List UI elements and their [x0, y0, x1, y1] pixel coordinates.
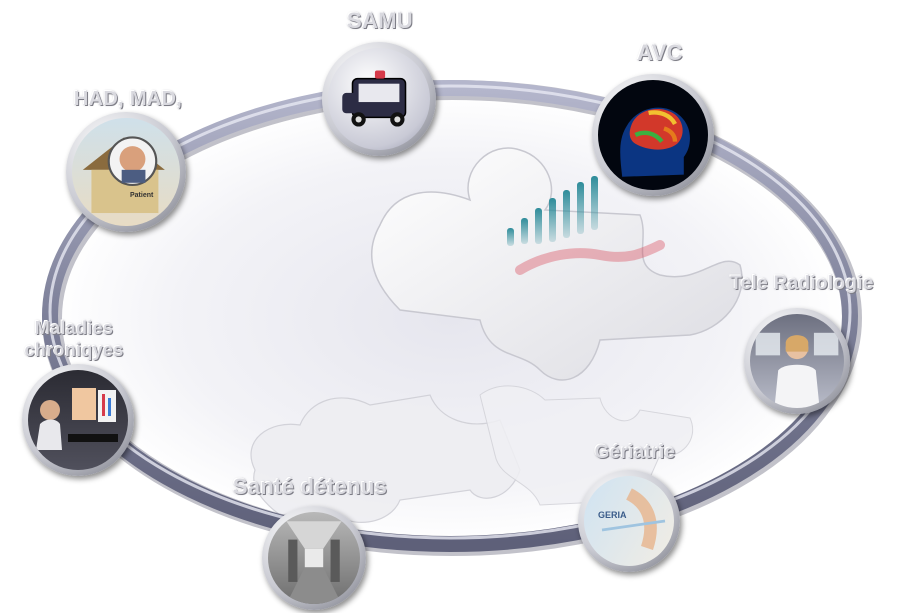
maladies-label-line1: Maladies [34, 318, 114, 338]
prison-corridor-icon [268, 512, 360, 604]
ambulance-icon [328, 48, 430, 150]
geriatrie-node[interactable]: GERIA [578, 470, 680, 572]
ring [42, 80, 862, 556]
puzzle-pieces [250, 147, 743, 523]
patient-caption: Patient [130, 192, 154, 199]
sante-detenus-label: Santé détenus [232, 474, 388, 499]
maladies-label-line2: chroniqyes [24, 340, 124, 360]
brain-icon [598, 80, 708, 190]
radiologist-icon [750, 314, 844, 408]
geriatrie-logo-text: GERIA [598, 510, 627, 520]
tele-radiologie-label: Tele Radiologie [730, 273, 874, 294]
tele-radiologie-node[interactable] [744, 308, 850, 414]
had-label: HAD, MAD, [73, 88, 183, 110]
avc-node[interactable] [592, 74, 714, 196]
samu-label: SAMU [347, 8, 413, 33]
geriatrie-label: Gériatrie [594, 442, 676, 463]
avc-label: AVC [637, 40, 683, 65]
geriatrie-logo-icon: GERIA [584, 476, 674, 566]
maladies-node[interactable] [22, 364, 134, 476]
sante-detenus-node[interactable] [262, 506, 366, 610]
samu-node[interactable] [322, 42, 436, 156]
cisco-bars [507, 176, 665, 275]
telemonitoring-icon [28, 370, 128, 470]
home-patient-icon: Patient [72, 118, 180, 226]
had-node[interactable]: Patient [66, 112, 186, 232]
